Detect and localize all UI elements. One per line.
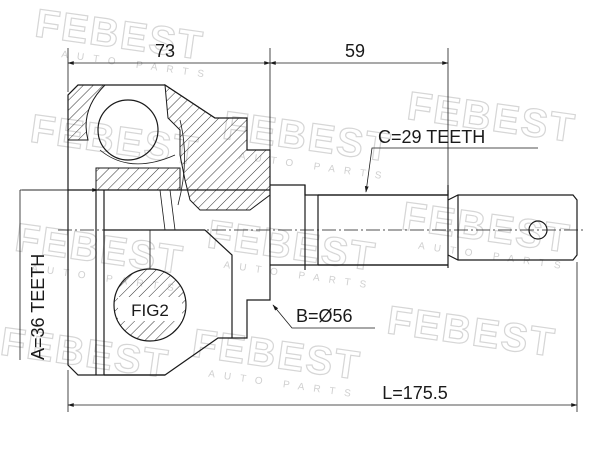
fig2-label: FIG2 bbox=[131, 301, 169, 320]
dim-housing-length-label: 73 bbox=[155, 41, 175, 61]
fig2-detail: FIG2 bbox=[113, 230, 187, 342]
dim-total-length: L=175.5 bbox=[67, 262, 578, 412]
fig2-label-bg bbox=[118, 297, 182, 321]
housing-section-left bbox=[67, 84, 107, 141]
dim-shaft-length: 59 bbox=[269, 41, 449, 188]
dim-shaft-length-label: 59 bbox=[345, 41, 365, 61]
shaft-top bbox=[270, 184, 449, 196]
housing bbox=[67, 84, 271, 376]
threaded-end bbox=[447, 194, 578, 261]
cage-section bbox=[95, 167, 181, 191]
shaft bbox=[270, 184, 578, 270]
watermark-brand: FEBEST bbox=[385, 298, 559, 365]
spline-rib bbox=[169, 189, 176, 231]
track-curve bbox=[177, 119, 185, 206]
dim-diameter: B=Ø56 bbox=[272, 304, 375, 329]
dim-outer-teeth: C=29 TEETH bbox=[364, 127, 538, 193]
spline-rib bbox=[159, 189, 166, 231]
leader-line bbox=[364, 147, 538, 193]
dim-diameter-label: B=Ø56 bbox=[296, 306, 353, 326]
dim-outer-teeth-label: C=29 TEETH bbox=[378, 127, 485, 147]
ball-track bbox=[99, 149, 176, 165]
dim-inner-teeth: A=36 TEETH bbox=[19, 188, 100, 360]
dim-housing-length: 73 bbox=[67, 41, 271, 150]
housing-section-upper bbox=[164, 84, 271, 211]
ball bbox=[97, 99, 159, 161]
inner-race-profile bbox=[204, 229, 233, 338]
dim-inner-teeth-label: A=36 TEETH bbox=[28, 254, 48, 360]
dim-total-length-label: L=175.5 bbox=[382, 383, 448, 403]
leader-line bbox=[272, 304, 375, 329]
